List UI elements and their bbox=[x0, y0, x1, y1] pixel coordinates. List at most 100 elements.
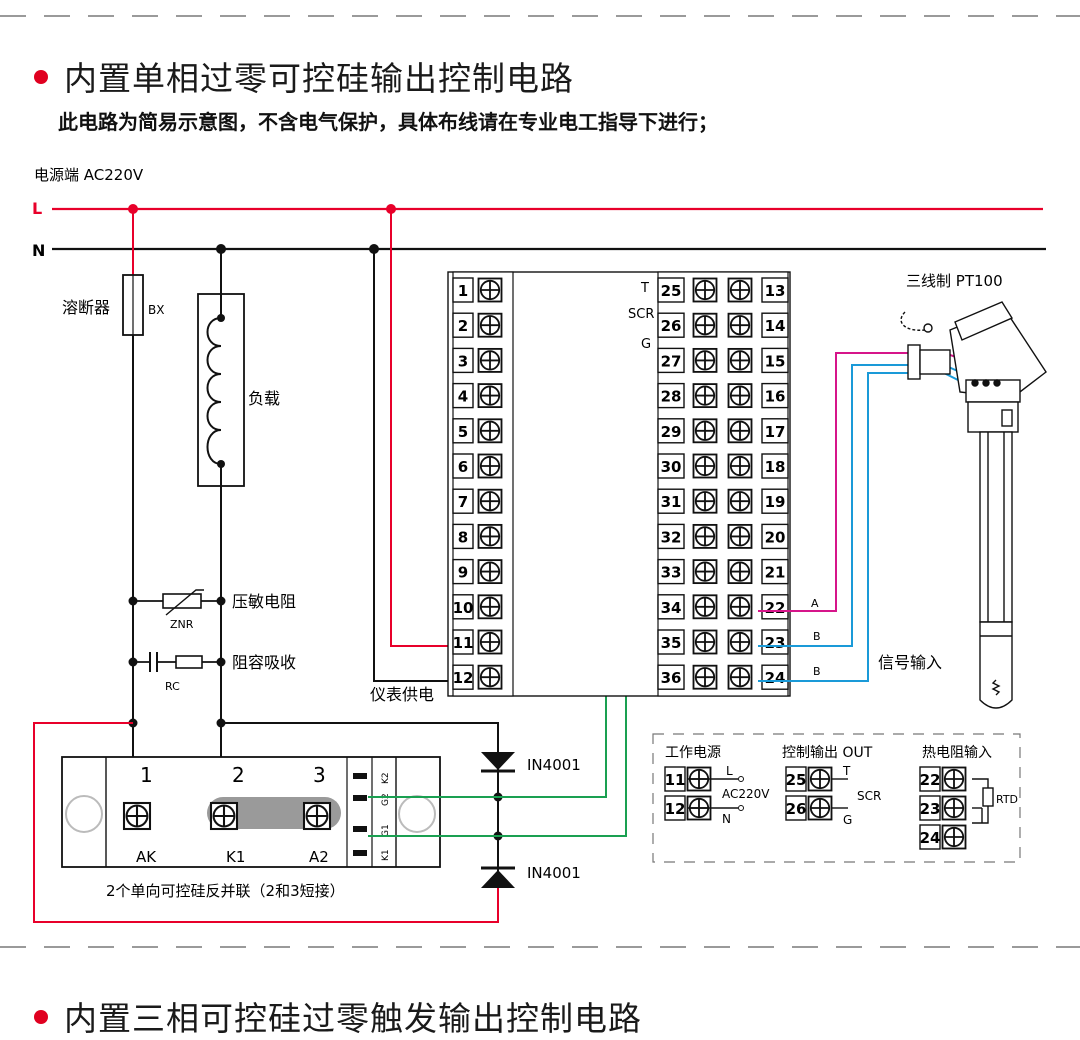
terminal-screw-15b bbox=[727, 347, 753, 373]
scr-pin-g1: G1 bbox=[381, 824, 391, 837]
sig-A-label: A bbox=[811, 597, 819, 610]
junction-L1 bbox=[128, 204, 138, 214]
line-N-label: N bbox=[32, 241, 45, 260]
terminal-16: 16 bbox=[765, 388, 786, 406]
scr-AK: AK bbox=[136, 848, 157, 866]
line-L-label: L bbox=[32, 199, 42, 218]
legend-power-L: L bbox=[726, 764, 733, 778]
terminal-35: 35 bbox=[661, 634, 682, 652]
terminal-screw-10 bbox=[477, 594, 503, 620]
terminal-24: 24 bbox=[765, 669, 786, 687]
terminal-6: 6 bbox=[458, 458, 468, 476]
terminal-screw-32 bbox=[692, 523, 718, 549]
terminal-screw-29 bbox=[692, 418, 718, 444]
terminal-32: 32 bbox=[661, 528, 682, 546]
diode-bottom-label: IN4001 bbox=[527, 864, 581, 882]
scr-pin-g2: G2 bbox=[381, 793, 391, 806]
terminal-33: 33 bbox=[661, 564, 682, 582]
scr-num-2: 2 bbox=[232, 763, 245, 787]
scr-K1: K1 bbox=[226, 848, 245, 866]
terminal-screw-27 bbox=[692, 347, 718, 373]
scr-caption: 2个单向可控硅反并联（2和3短接） bbox=[106, 882, 345, 900]
terminal-3: 3 bbox=[458, 352, 468, 370]
terminal-5: 5 bbox=[458, 423, 468, 441]
section-note: 此电路为简易示意图，不含电气保护，具体布线请在专业电工指导下进行； bbox=[58, 110, 718, 134]
terminal-36: 36 bbox=[661, 669, 682, 687]
load-coil-symbol bbox=[206, 317, 222, 465]
terminal-screw-14b bbox=[727, 312, 753, 338]
fuse-code: BX bbox=[148, 303, 164, 317]
terminal-18: 18 bbox=[765, 458, 786, 476]
terminal-12: 12 bbox=[453, 669, 474, 687]
legend-out-SCR: SCR bbox=[857, 789, 881, 803]
terminal-10: 10 bbox=[453, 599, 474, 617]
legend-term-23: 23 bbox=[920, 800, 941, 818]
terminal-screw-25 bbox=[692, 277, 718, 303]
terminal-screw-7 bbox=[477, 488, 503, 514]
label-SCR: SCR bbox=[628, 307, 654, 322]
fuse-label: 溶断器 bbox=[62, 298, 110, 317]
scr-pin-k1-b: K1 bbox=[381, 849, 391, 861]
wire-N-to-12 bbox=[373, 249, 476, 682]
terminal-14: 14 bbox=[765, 317, 786, 335]
terminal-30: 30 bbox=[661, 458, 682, 476]
section-title-1-text: 内置单相过零可控硅输出控制电路 bbox=[64, 59, 574, 98]
terminal-screw-8 bbox=[477, 523, 503, 549]
legend-rtd-label: RTD bbox=[996, 793, 1018, 806]
signal-input-label: 信号输入 bbox=[878, 653, 942, 672]
section-title-1: 内置单相过零可控硅输出控制电路 bbox=[34, 52, 574, 100]
terminal-screw-1 bbox=[477, 277, 503, 303]
label-G: G bbox=[641, 337, 651, 352]
scr-num-3: 3 bbox=[313, 763, 326, 787]
load-label: 负载 bbox=[248, 389, 280, 408]
rc-resistor-symbol bbox=[175, 655, 203, 669]
legend-term-25: 25 bbox=[786, 771, 807, 789]
terminal-13: 13 bbox=[765, 282, 786, 300]
wire-AK-loop bbox=[33, 722, 499, 923]
terminal-screw-24b bbox=[727, 664, 753, 690]
legend-out-T: T bbox=[842, 764, 851, 778]
legend-power-title: 工作电源 bbox=[665, 745, 721, 761]
legend-term-22-screw bbox=[941, 766, 967, 792]
terminal-2: 2 bbox=[458, 317, 468, 335]
pt100-sensor-icon bbox=[900, 301, 1047, 709]
wire-sig-B2 bbox=[758, 372, 965, 682]
wire-sig-A bbox=[758, 352, 991, 612]
bullet-dot-icon bbox=[34, 69, 48, 84]
legend-out-title: 控制输出 OUT bbox=[782, 745, 873, 761]
terminal-26: 26 bbox=[661, 317, 682, 335]
legend-term-24: 24 bbox=[920, 829, 941, 847]
legend-term-25-screw bbox=[807, 766, 833, 792]
legend-out-G: G bbox=[843, 813, 852, 827]
terminal-screw-11 bbox=[477, 629, 503, 655]
terminal-25: 25 bbox=[661, 282, 682, 300]
legend-power-N: N bbox=[722, 812, 731, 826]
terminal-29: 29 bbox=[661, 423, 682, 441]
legend-term-23-screw bbox=[941, 795, 967, 821]
terminal-1: 1 bbox=[458, 282, 468, 300]
section-title-2: 内置三相可控硅过零触发输出控制电路 bbox=[34, 992, 642, 1040]
znr-label: ZNR bbox=[170, 618, 194, 631]
terminal-34: 34 bbox=[661, 599, 682, 617]
legend-term-26: 26 bbox=[786, 800, 807, 818]
terminal-11: 11 bbox=[453, 634, 474, 652]
terminal-screw-33 bbox=[692, 559, 718, 585]
terminal-28: 28 bbox=[661, 388, 682, 406]
terminal-22: 22 bbox=[765, 599, 786, 617]
bullet-dot-icon-2 bbox=[34, 1009, 48, 1024]
terminal-screw-35 bbox=[692, 629, 718, 655]
wire-sig-B1 bbox=[758, 364, 979, 647]
pt100-label: 三线制 PT100 bbox=[906, 272, 1003, 290]
legend-rtd-resistor bbox=[982, 787, 994, 807]
terminal-27: 27 bbox=[661, 352, 682, 370]
legend-term-12: 12 bbox=[665, 800, 686, 818]
terminal-31: 31 bbox=[661, 493, 682, 511]
rc-absorb-label: 阻容吸收 bbox=[232, 653, 296, 672]
terminal-21: 21 bbox=[765, 564, 786, 582]
terminal-screw-34 bbox=[692, 594, 718, 620]
terminal-screw-36 bbox=[692, 664, 718, 690]
terminal-19: 19 bbox=[765, 493, 786, 511]
legend-term-22: 22 bbox=[920, 771, 941, 789]
legend-box bbox=[652, 733, 1021, 863]
terminal-screw-13b bbox=[727, 277, 753, 303]
